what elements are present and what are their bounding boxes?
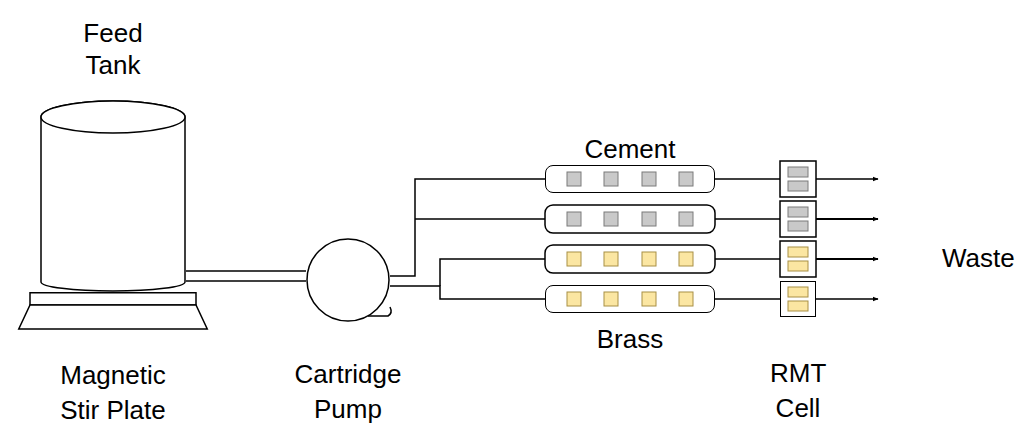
tube-connector (186, 270, 306, 272)
brass-coupon (788, 301, 808, 311)
feed-tank-label: Feed Tank (83, 17, 142, 81)
tube-connector (390, 286, 545, 299)
cement-coupon (788, 221, 808, 231)
tube-connector (715, 298, 780, 300)
waste-arrow (816, 298, 878, 300)
stir-plate: Magnetic Stir Plate (18, 292, 208, 330)
brass-coupon (679, 252, 693, 266)
waste-arrow (816, 258, 878, 260)
cement-coupon (604, 172, 618, 186)
brass-coupon (567, 252, 581, 266)
brass-coupon (679, 292, 693, 306)
rmt-cells (780, 161, 816, 277)
tube (715, 218, 780, 220)
brass-coupon (788, 247, 808, 257)
brass-coupon (604, 292, 618, 306)
tube (715, 258, 780, 260)
tube (440, 259, 545, 286)
cell-coupons (788, 167, 808, 231)
tube (415, 218, 545, 220)
plate-base (19, 305, 208, 329)
tubing (415, 179, 780, 286)
outlet-label: Waste (942, 243, 1015, 273)
pump-outlet (368, 307, 391, 316)
cell-coupons (788, 247, 808, 311)
cement-coupon (642, 212, 656, 226)
cement-coupon (679, 172, 693, 186)
tube-connector (186, 280, 306, 282)
brass-coupons (567, 252, 693, 306)
rmt-cell: RMT Cell (780, 281, 816, 317)
tube (715, 178, 780, 180)
cartridge-pump-outline (306, 238, 390, 322)
waste-arrows (816, 179, 878, 299)
cement-coupon (788, 167, 808, 177)
cement-channel-label: Cement (584, 134, 675, 164)
rmt-cell (780, 161, 816, 197)
cement-coupon (788, 181, 808, 191)
tube-connector (390, 179, 545, 276)
waste-arrow (816, 218, 878, 220)
cement-coupon (788, 207, 808, 217)
stir-plate-label: Magnetic Stir Plate (46, 358, 181, 428)
cement-channel: Cement (545, 165, 715, 193)
stir-plate-outline (18, 292, 208, 330)
feed-tank-outline (40, 100, 186, 292)
brass-coupon (788, 287, 808, 297)
brass-coupon (567, 292, 581, 306)
pump-housing (307, 239, 389, 321)
cement-coupon (642, 172, 656, 186)
cement-coupon (567, 212, 581, 226)
brass-channel (545, 245, 715, 273)
cement-coupon (604, 212, 618, 226)
rmt-cell-label: RMT Cell (770, 356, 826, 426)
cement-coupons (567, 172, 693, 226)
tank-lid (41, 101, 185, 133)
tank-body (41, 101, 185, 291)
feed-tank: Feed Tank (40, 100, 186, 292)
brass-coupon (788, 261, 808, 271)
brass-coupon (604, 252, 618, 266)
plate-top (30, 293, 196, 305)
brass-channel-label: Brass (597, 324, 663, 354)
rmt-cell (780, 241, 816, 277)
brass-coupon (642, 252, 656, 266)
cement-coupon (679, 212, 693, 226)
cement-channel (545, 205, 715, 233)
cartridge-pump-label: Cartridge Pump (295, 357, 402, 427)
brass-coupon (642, 292, 656, 306)
brass-channel: Brass (545, 285, 715, 313)
rmt-cell (780, 201, 816, 237)
cement-coupon (567, 172, 581, 186)
cartridge-pump: Cartridge Pump (306, 238, 390, 322)
waste-arrow (816, 178, 878, 180)
